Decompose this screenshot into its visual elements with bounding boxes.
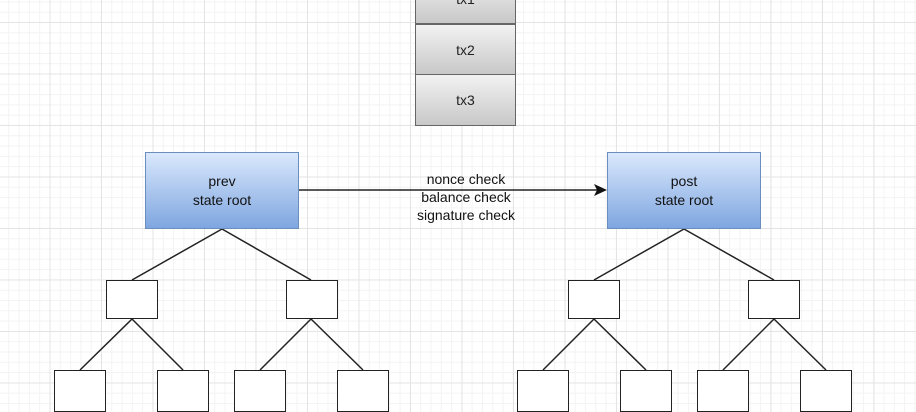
arrow-label: nonce check balance check signature chec… [390,170,542,224]
tree-leaf[interactable] [54,370,106,412]
tree-leaf[interactable] [620,370,672,412]
tx2-block[interactable]: tx2 [415,24,516,75]
tree-leaf[interactable] [157,370,209,412]
edge [773,318,827,371]
tree-node[interactable] [286,280,338,319]
tree-node[interactable] [106,280,158,319]
edge [131,318,184,371]
edge [79,318,133,371]
edge [593,318,647,371]
nonce-check-label: nonce check [426,171,506,187]
arrowhead-icon [594,184,607,196]
prev-state-root[interactable]: prev state root [145,152,299,229]
tree-leaf[interactable] [517,370,569,412]
edge [131,228,223,281]
root-label: state root [192,191,252,208]
tx-label: tx1 [456,0,475,7]
tree-leaf[interactable] [234,370,286,412]
root-label: state root [654,191,714,208]
tree-node[interactable] [568,280,620,319]
edge [221,228,312,281]
tx1-block[interactable]: tx1 [415,0,516,24]
tree-leaf[interactable] [337,370,389,412]
post-state-root[interactable]: post state root [607,152,761,229]
tx-label: tx3 [456,92,475,108]
edge [259,318,312,371]
root-label: post [670,172,698,189]
tree-node[interactable] [748,280,800,319]
edge [310,318,364,371]
signature-check-label: signature check [416,207,516,223]
edge [593,228,685,281]
edge [722,318,775,371]
tree-leaf[interactable] [800,370,852,412]
tx3-block[interactable]: tx3 [415,74,516,126]
balance-check-label: balance check [421,189,511,205]
tx-label: tx2 [456,41,475,58]
tree-leaf[interactable] [697,370,749,412]
edge [683,228,775,281]
root-label: prev [208,172,236,189]
edge [542,318,595,371]
